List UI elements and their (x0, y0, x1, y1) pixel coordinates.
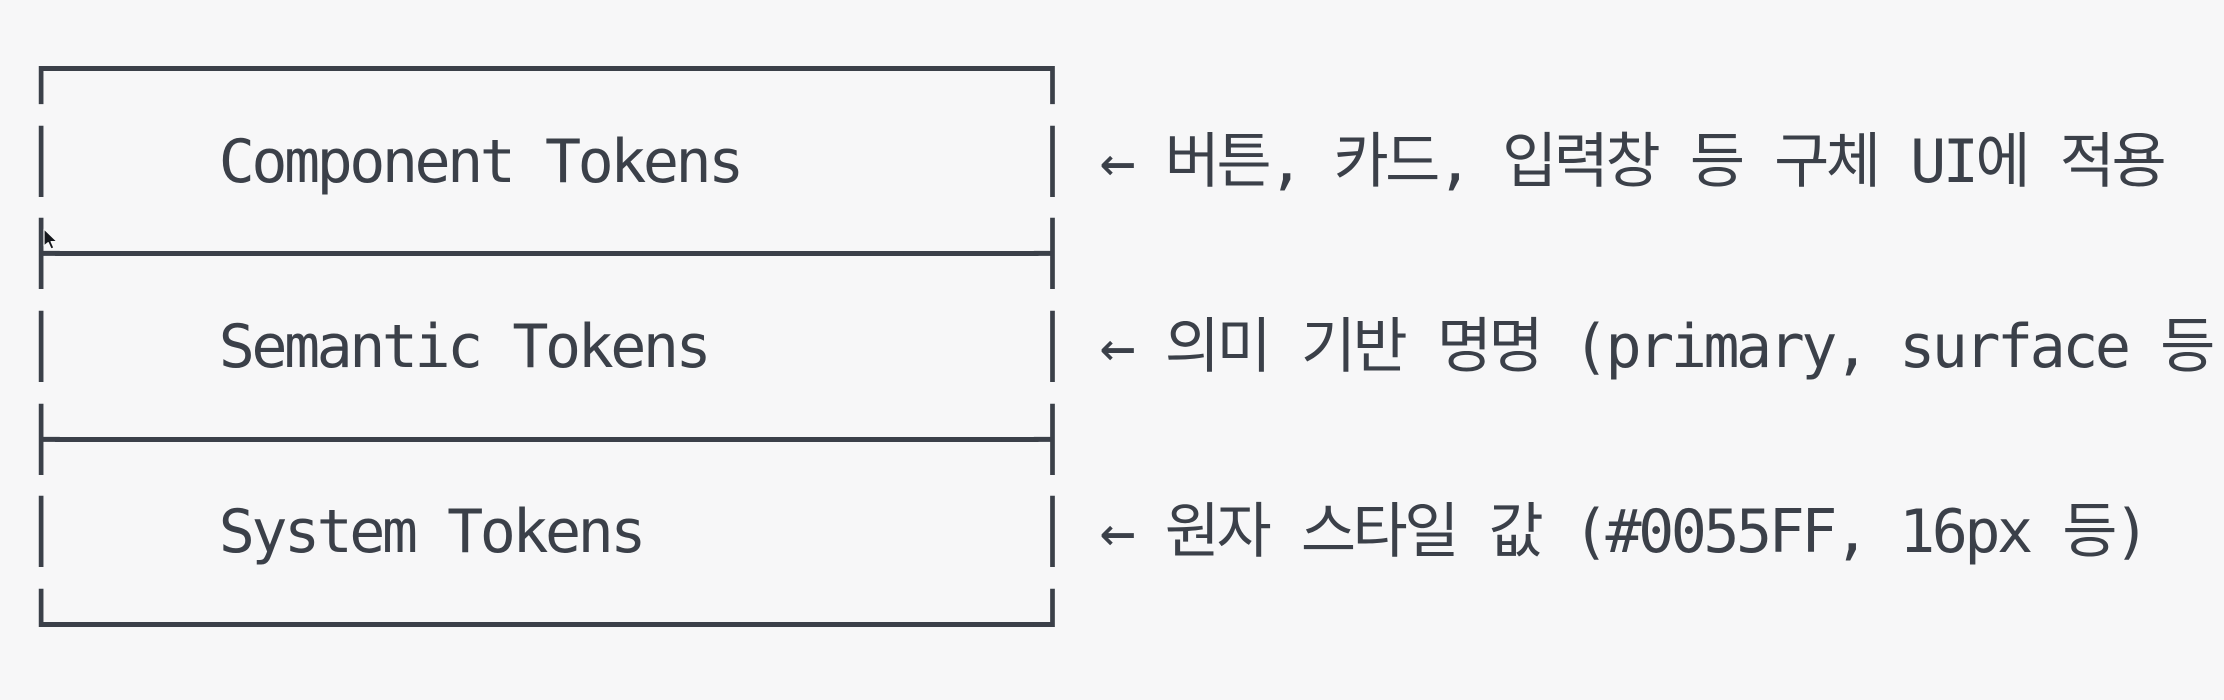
component-tokens-annotation: ← 버튼, 카드, 입력창 등 구체 UI에 적용 (1099, 126, 2167, 197)
system-tokens-box: │ System Tokens │ (23, 497, 1100, 568)
box-separator-1: ├──────────────────────────────┤ (23, 208, 2212, 301)
semantic-tokens-annotation: ← 의미 기반 명명 (primary, surface 등 (1099, 312, 2216, 383)
semantic-tokens-box: │ Semantic Tokens │ (23, 312, 1100, 383)
component-tokens-box: │ Component Tokens │ (23, 126, 1100, 197)
diagram-row-semantic: │ Semantic Tokens │ ← 의미 기반 명명 (primary,… (23, 301, 2216, 394)
box-bottom-border-text: └──────────────────────────────┘ (23, 590, 1070, 661)
diagram-row-component: │ Component Tokens │ ← 버튼, 카드, 입력창 등 구체 … (23, 116, 2212, 209)
system-tokens-annotation: ← 원자 스타일 값 (#0055FF, 16px 등) (1099, 497, 2150, 568)
box-separator-1-text: ├──────────────────────────────┤ (23, 219, 1070, 290)
mouse-cursor-icon (43, 228, 58, 250)
box-top-border-text: ┌──────────────────────────────┐ (23, 34, 1070, 104)
box-top-border: ┌──────────────────────────────┐ (23, 23, 2212, 116)
box-bottom-border: └──────────────────────────────┘ (23, 579, 2212, 672)
box-separator-2: ├──────────────────────────────┤ (23, 394, 2212, 487)
box-separator-2-text: ├──────────────────────────────┤ (23, 404, 1070, 475)
ascii-diagram: ┌──────────────────────────────┐ │ Compon… (23, 23, 2216, 672)
diagram-row-system: │ System Tokens │ ← 원자 스타일 값 (#0055FF, 1… (23, 486, 2212, 579)
